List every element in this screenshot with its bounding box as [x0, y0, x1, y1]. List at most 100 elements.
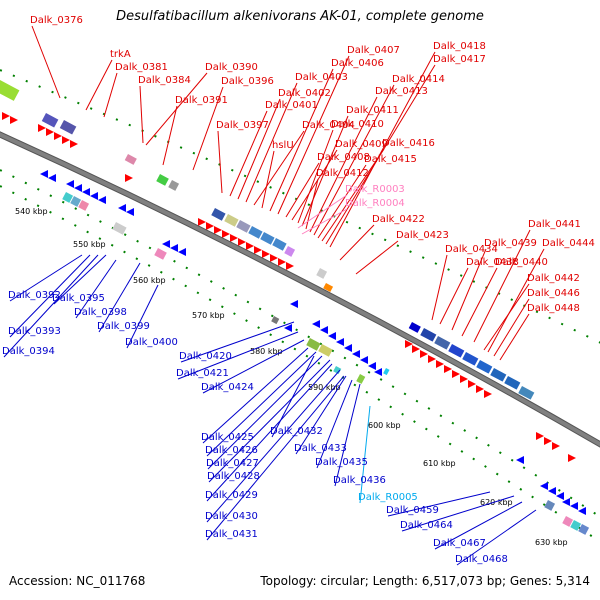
gene-block: [476, 360, 493, 374]
gene-block: [211, 208, 226, 221]
connector-reverse-gene: [53, 254, 107, 305]
forward-gene-arrow: [270, 254, 278, 262]
connector-forward-gene: [321, 148, 385, 242]
connector-reverse-gene: [334, 383, 361, 487]
reverse-gene-arrow: [556, 492, 564, 500]
forward-gene-arrow: [38, 124, 46, 132]
gene-block: [333, 366, 342, 375]
label-connectors: [3, 25, 545, 566]
connector-forward-gene: [237, 98, 281, 200]
reverse-gene-arrow: [540, 482, 548, 490]
forward-gene-arrow: [476, 385, 484, 393]
label-forward-gene: Dalk_0434: [445, 244, 498, 255]
forward-gene-arrow: [412, 345, 420, 353]
reverse-gene-arrow: [162, 240, 170, 248]
connector-forward-gene: [277, 55, 350, 215]
label-forward-gene: Dalk_0415: [364, 154, 417, 165]
backbone-line: [0, 132, 600, 447]
gene-block: [154, 247, 167, 260]
reverse-gene-arrow: [570, 502, 578, 510]
gene-block: [356, 374, 366, 384]
reverse-gene-arrow: [352, 350, 360, 358]
label-reverse-gene: Dalk_0395: [52, 293, 105, 304]
connector-forward-gene: [261, 150, 275, 209]
label-reverse-gene: Dalk_0436: [333, 475, 386, 486]
label-reverse-gene: Dalk_0392: [8, 290, 61, 301]
connector-reverse-gene: [206, 375, 345, 541]
connector-reverse-gene: [9, 254, 83, 302]
gene-block: [271, 315, 280, 325]
connector-forward-gene: [329, 51, 436, 248]
gene-block: [236, 219, 251, 233]
connector-forward-gene: [31, 25, 61, 99]
forward-gene-arrow: [568, 454, 576, 462]
gene-block: [434, 336, 451, 350]
reverse-gene-arrow: [178, 248, 186, 256]
gene-block: [59, 119, 77, 135]
connector-forward-gene: [291, 149, 338, 221]
genome-backbone: [0, 131, 600, 448]
feature-tracks: [0, 80, 590, 535]
label-reverse-gene: Dalk_0420: [179, 351, 232, 362]
label-forward-gene: Dalk_0396: [221, 76, 274, 87]
connector-forward-gene: [253, 130, 305, 206]
label-forward-gene: Dalk_0416: [382, 138, 435, 149]
label-forward-gene: Dalk_0444: [542, 238, 595, 249]
connector-forward-gene: [297, 129, 334, 224]
reverse-gene-arrow: [578, 507, 586, 515]
forward-gene-arrow: [444, 365, 452, 373]
label-forward-gene: Dalk_0440: [495, 257, 548, 268]
scale-tick-label: 560 kbp: [133, 276, 166, 285]
connector-reverse-gene: [208, 359, 331, 483]
label-reverse-gene: Dalk_0431: [205, 529, 258, 540]
label-reverse-gene: Dalk_0433: [294, 443, 347, 454]
reverse-gene-arrow: [290, 300, 298, 308]
label-forward-gene: hslU: [272, 140, 294, 151]
gene-block: [124, 153, 137, 165]
scale-tick-label: 620 kbp: [480, 498, 513, 507]
label-reverse-gene: Dalk_0428: [207, 471, 260, 482]
label-rna-gene: Dalk_R0004: [345, 198, 405, 209]
genome-summary-text: Topology: circular; Length: 6,517,073 bp…: [260, 574, 590, 588]
forward-gene-arrow: [286, 262, 294, 270]
connector-forward-gene: [451, 248, 487, 331]
reverse-gene-arrow: [374, 368, 382, 376]
forward-gene-arrow: [198, 218, 206, 226]
label-reverse-gene: Dalk_0425: [201, 432, 254, 443]
connector-forward-gene: [192, 86, 224, 171]
scale-tick-label: 550 kbp: [73, 240, 106, 249]
reverse-gene-arrow: [118, 204, 126, 212]
map-title: Desulfatibacillum alkenivorans AK-01, co…: [116, 9, 484, 24]
gene-block: [248, 226, 263, 239]
label-reverse-gene: Dalk_0424: [201, 382, 254, 393]
forward-gene-arrow: [452, 370, 460, 378]
forward-gene-arrow: [54, 132, 62, 140]
forward-gene-arrow: [46, 128, 54, 136]
connector-reverse-gene: [202, 339, 305, 394]
label-forward-gene: Dalk_0409: [335, 139, 388, 150]
label-reverse-gene: Dalk_0421: [176, 368, 229, 379]
label-forward-gene: Dalk_0376: [30, 15, 83, 26]
connector-forward-gene: [285, 162, 320, 218]
connector-forward-gene: [473, 229, 531, 343]
reverse-gene-arrow: [40, 170, 48, 178]
connector-reverse-gene: [316, 379, 353, 469]
connector-forward-gene: [499, 313, 530, 361]
label-forward-gene: Dalk_0412: [316, 168, 369, 179]
gene-block: [78, 199, 90, 211]
connector-forward-gene: [245, 82, 298, 203]
connector-reverse-gene: [9, 254, 91, 338]
gene-block: [518, 386, 535, 400]
label-forward-gene: Dalk_0422: [372, 214, 425, 225]
label-forward-gene: Dalk_0439: [484, 238, 537, 249]
label-reverse-gene: Dalk_0464: [400, 520, 453, 531]
gene-block: [41, 112, 59, 128]
reverse-gene-arrow: [368, 362, 376, 370]
connector-forward-gene: [309, 96, 378, 233]
scale-tick-label: 580 kbp: [250, 347, 283, 356]
forward-gene-arrow: [544, 437, 552, 445]
gene-block: [156, 174, 169, 186]
forward-gene-arrow: [484, 390, 492, 398]
